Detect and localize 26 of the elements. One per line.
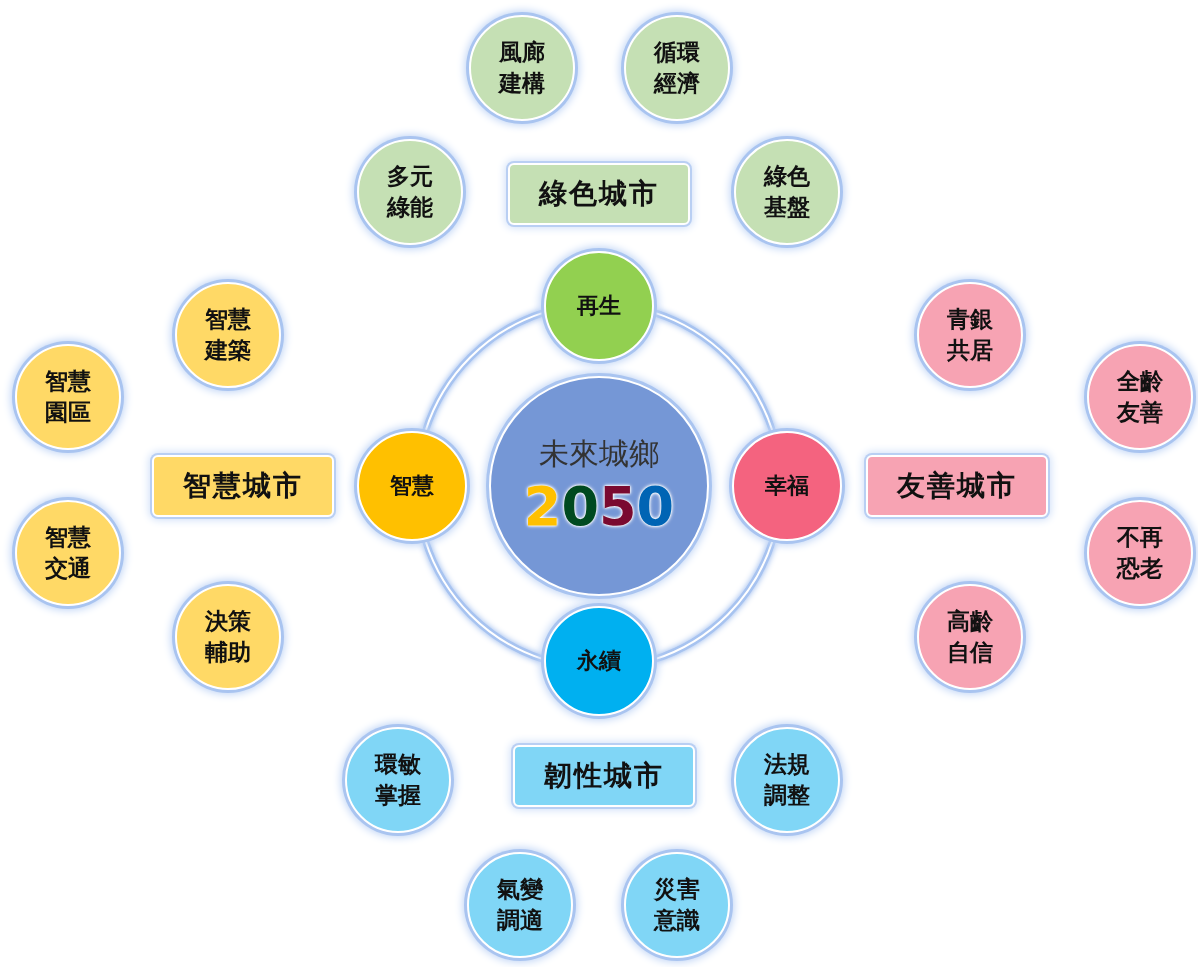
topic-circle: 循環經濟 — [624, 15, 730, 121]
topic-circle: 法規調整 — [734, 727, 840, 833]
city-label-box: 智慧城市 — [152, 455, 334, 517]
hub-circle: 永續 — [544, 606, 654, 716]
title-text: 未來城鄉 — [539, 434, 659, 473]
topic-circle: 環敏掌握 — [345, 727, 451, 833]
topic-circle: 決策輔助 — [175, 584, 281, 690]
topic-circle: 高齡自信 — [917, 584, 1023, 690]
topic-circle: 青銀共居 — [917, 282, 1023, 388]
topic-circle: 全齡友善 — [1087, 344, 1193, 450]
topic-circle: 災害意識 — [624, 852, 730, 958]
topic-circle: 綠色基盤 — [734, 139, 840, 245]
hub-circle: 智慧 — [357, 431, 467, 541]
hub-circle: 再生 — [544, 251, 654, 361]
topic-circle: 氣變調適 — [467, 852, 573, 958]
topic-circle: 不再恐老 — [1087, 500, 1193, 606]
topic-circle: 智慧交通 — [15, 500, 121, 606]
topic-circle: 智慧建築 — [175, 282, 281, 388]
city-label-box: 綠色城市 — [508, 163, 690, 225]
city-label-box: 韌性城市 — [513, 745, 695, 807]
topic-circle: 智慧園區 — [15, 344, 121, 450]
city-label-box: 友善城市 — [866, 455, 1048, 517]
year-text: 2050 — [523, 474, 675, 539]
topic-circle: 風廊建構 — [469, 15, 575, 121]
topic-circle: 多元綠能 — [357, 139, 463, 245]
hub-circle: 幸福 — [732, 431, 842, 541]
